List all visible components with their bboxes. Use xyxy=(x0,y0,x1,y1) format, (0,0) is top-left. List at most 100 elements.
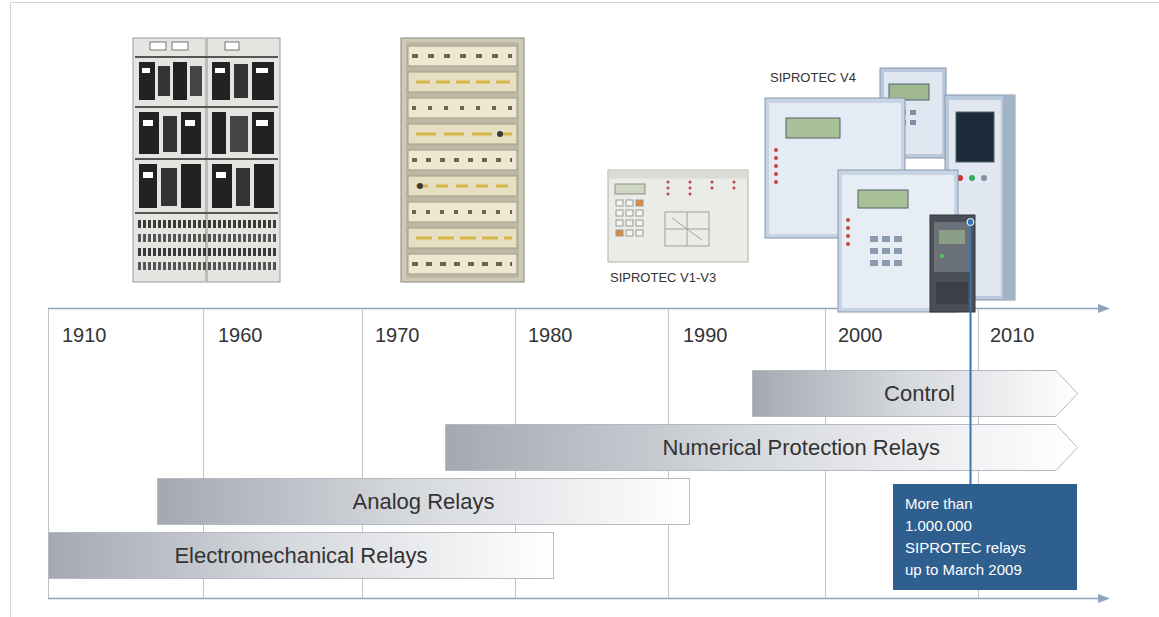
frame-line xyxy=(10,2,1159,617)
analog-relay-cabinet-part xyxy=(412,54,512,58)
analog-relay-cabinet-part xyxy=(417,183,423,189)
siprotec-v1-device-part xyxy=(626,230,633,236)
electromechanical-relay-cabinet-part xyxy=(185,120,195,126)
analog-relay-cabinet-part xyxy=(412,210,512,214)
electromechanical-relay-cabinet-part xyxy=(163,116,177,152)
electromechanical-relay-cabinet-part xyxy=(150,42,166,50)
product-label: SIPROTEC V1-V3 xyxy=(610,270,716,286)
callout-text: More than 1.000.000 SIPROTEC relays up t… xyxy=(905,493,1035,581)
time-axis-part xyxy=(1098,594,1110,603)
siprotec-v1-device-part xyxy=(667,193,670,196)
siprotec-v1-device-part xyxy=(689,181,692,184)
timeline-band: Control xyxy=(752,370,1078,417)
siprotec-v4-device-part xyxy=(910,110,916,115)
siprotec-v1-device-part xyxy=(711,187,714,190)
electromechanical-relay-cabinet-part xyxy=(139,112,159,154)
band-outline xyxy=(49,533,554,579)
siprotec-v1-device-part xyxy=(665,212,709,246)
siprotec-v4-device-part xyxy=(786,118,840,138)
siprotec-v4-device-part xyxy=(846,242,850,246)
siprotec-v1-device-part xyxy=(667,181,670,184)
analog-relay-cabinet-part xyxy=(401,38,524,282)
analog-relay-cabinet-part xyxy=(408,150,517,170)
electromechanical-relay-cabinet-part xyxy=(212,112,226,154)
electromechanical-relay-cabinet-part xyxy=(142,68,150,73)
timeline-band: Analog Relays xyxy=(157,478,690,525)
year-label: 1910 xyxy=(62,323,107,347)
electromechanical-relay-cabinet-part xyxy=(143,172,153,178)
frame-line-part xyxy=(10,2,11,617)
siprotec-v1-device-part xyxy=(608,170,748,262)
siprotec-v4-device-part xyxy=(774,148,778,152)
time-axis xyxy=(48,304,1110,603)
siprotec-v1-device-part xyxy=(616,220,623,226)
siprotec-v1-device-part xyxy=(616,200,623,206)
time-axis-part xyxy=(48,598,1104,600)
electromechanical-relay-cabinet-part xyxy=(181,164,201,208)
siprotec-v1-device-part xyxy=(636,220,643,226)
year-label: 1970 xyxy=(375,323,420,347)
timeline-band: Electromechanical Relays xyxy=(48,532,554,579)
electromechanical-relay-cabinet-part xyxy=(212,62,230,100)
electromechanical-relay-cabinet-part xyxy=(133,38,280,282)
analog-relay-cabinet-part xyxy=(412,106,512,110)
siprotec-v1-device-part xyxy=(667,187,670,190)
siprotec-v4-device-part xyxy=(956,112,994,162)
callout-box: More than 1.000.000 SIPROTEC relays up t… xyxy=(893,484,1077,590)
siprotec-v1-device-part xyxy=(636,200,643,206)
frame-line-part xyxy=(10,2,1159,3)
siprotec-v1-device-part xyxy=(689,187,692,190)
electromechanical-relay-cabinet-part xyxy=(236,168,250,206)
siprotec-v4-device-part xyxy=(939,230,965,244)
electromechanical-relay-cabinet-part xyxy=(172,42,188,50)
siprotec-v4-device-part xyxy=(894,236,902,242)
callout-leader-line-part xyxy=(967,219,974,226)
siprotec-v4-device-part xyxy=(774,180,778,184)
siprotec-v4-device-part xyxy=(846,218,850,222)
siprotec-v4-device-part xyxy=(882,248,890,254)
siprotec-v4-device-part xyxy=(930,215,975,312)
year-label: 2000 xyxy=(838,323,883,347)
electromechanical-relay-cabinet-part xyxy=(135,212,278,214)
band-outline xyxy=(158,479,690,525)
band-label: Control xyxy=(884,381,955,407)
electromechanical-relay-cabinet-part xyxy=(256,68,268,73)
electromechanical-relay-cabinet-part xyxy=(138,234,276,242)
siprotec-v1-device-part xyxy=(636,210,643,216)
electromechanical-relay-cabinet-part xyxy=(215,68,225,73)
analog-relay-cabinet-part xyxy=(416,185,512,188)
siprotec-v4-device-part xyxy=(981,175,987,181)
siprotec-v4-device-part xyxy=(934,222,971,272)
electromechanical-relay-cabinet xyxy=(133,38,280,282)
band-label: Numerical Protection Relays xyxy=(662,435,940,461)
electromechanical-relay-cabinet-part xyxy=(135,56,278,58)
electromechanical-relay-cabinet-part xyxy=(252,62,274,100)
siprotec-v1-device-part xyxy=(636,230,643,236)
time-axis-part xyxy=(1098,304,1110,313)
siprotec-v4-device-part xyxy=(882,236,890,242)
year-label: 1980 xyxy=(528,323,573,347)
electromechanical-relay-cabinet-part xyxy=(139,164,157,208)
siprotec-v4-device-part xyxy=(870,236,878,242)
year-label: 1960 xyxy=(218,323,263,347)
electromechanical-relay-cabinet-part xyxy=(254,164,274,208)
year-label: 1990 xyxy=(683,323,728,347)
electromechanical-relay-cabinet-part xyxy=(173,62,187,100)
siprotec-v1-device-part xyxy=(733,187,736,190)
electromechanical-relay-cabinet-part xyxy=(230,116,248,152)
analog-relay-cabinet-part xyxy=(408,176,517,196)
siprotec-v4-device-part xyxy=(910,120,916,125)
siprotec-v4-device-part xyxy=(936,282,968,304)
analog-relay-cabinet-part xyxy=(408,46,517,66)
analog-relay-cabinet-part xyxy=(408,254,517,274)
timeline-band: Numerical Protection Relays xyxy=(445,424,1078,471)
electromechanical-relay-cabinet-part xyxy=(135,106,278,108)
callout-leader-line-part xyxy=(970,222,972,484)
electromechanical-relay-cabinet-part xyxy=(139,62,155,100)
siprotec-v1-device-part xyxy=(615,184,645,194)
year-label: 2010 xyxy=(990,323,1035,347)
analog-relay-cabinet-part xyxy=(497,131,503,137)
siprotec-v1-device-part xyxy=(616,230,623,236)
